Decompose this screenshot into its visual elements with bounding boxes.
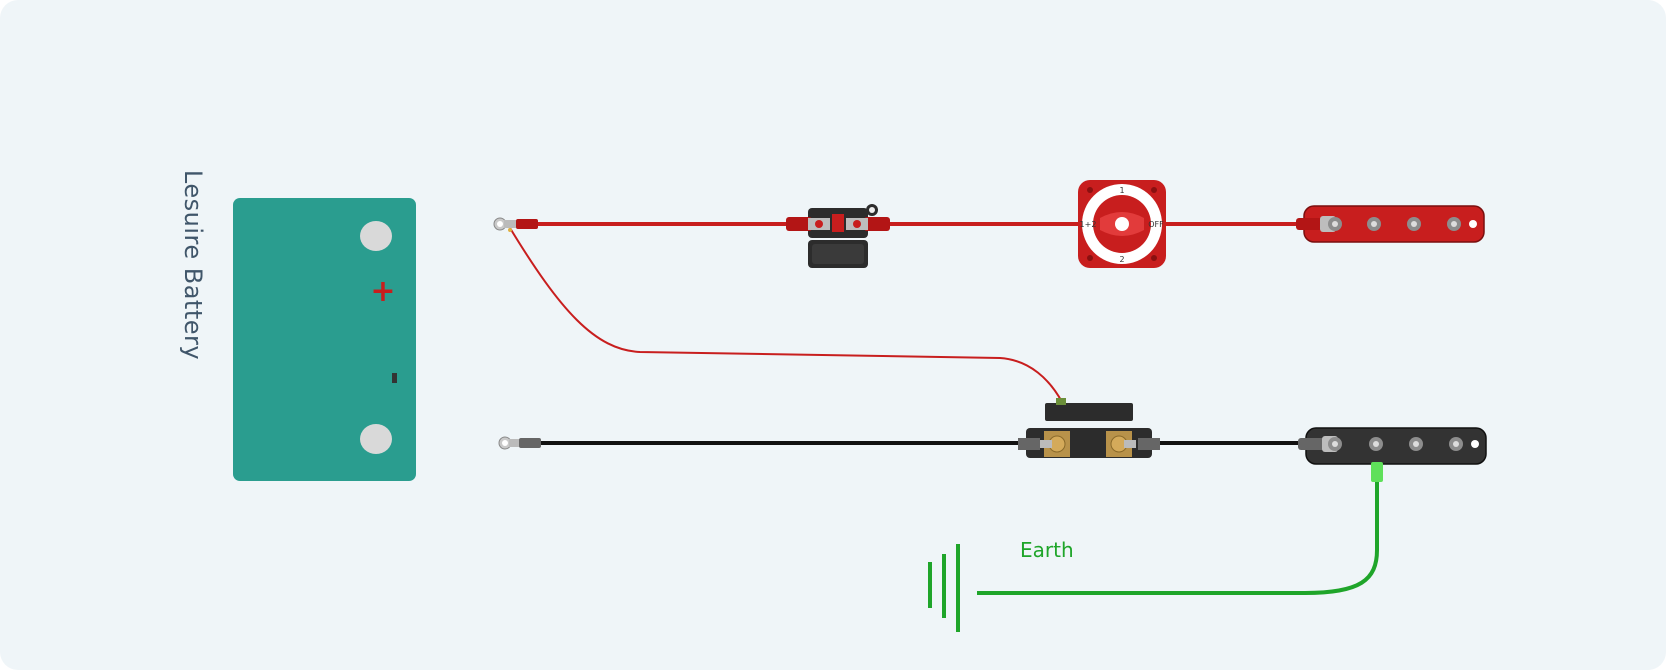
positive-busbar <box>1296 205 1485 243</box>
fuse-holder <box>786 204 890 268</box>
negative-ring-terminal <box>498 436 541 450</box>
positive-ring-terminal <box>493 217 538 232</box>
battery-negative-symbol <box>392 373 397 383</box>
earth-label: Earth <box>1020 538 1074 562</box>
battery-body <box>233 198 416 481</box>
battery-positive-symbol: + <box>370 274 395 309</box>
battery-title: Lesuire Battery <box>179 169 207 361</box>
switch-position-off: OFF <box>1148 220 1164 229</box>
switch-position-1: 1 <box>1119 186 1124 195</box>
earth-ground-symbol <box>928 544 960 632</box>
negative-busbar <box>1298 427 1487 482</box>
shunt-sense-wire <box>509 227 1063 403</box>
battery-switch: 1 1+2 2 OFF <box>1078 180 1166 268</box>
switch-position-1-2: 1+2 <box>1080 220 1097 229</box>
battery-positive-terminal <box>360 221 392 251</box>
battery: + <box>233 198 416 481</box>
battery-negative-terminal <box>360 424 392 454</box>
switch-position-2: 2 <box>1119 255 1124 264</box>
battery-monitor-shunt <box>1018 398 1160 458</box>
earth-wire <box>977 478 1379 595</box>
